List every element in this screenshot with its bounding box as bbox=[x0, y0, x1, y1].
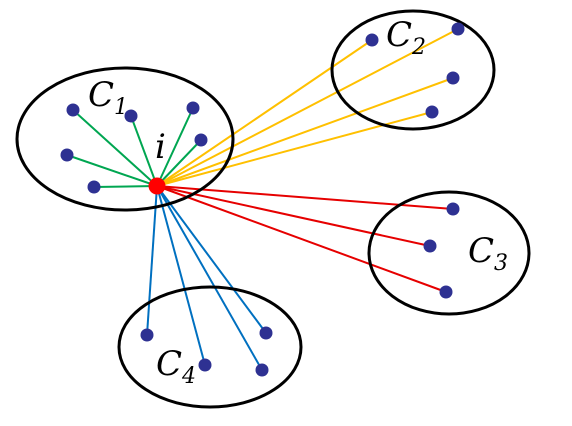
edge-c2 bbox=[156, 28, 459, 187]
cluster-c4-outline bbox=[117, 285, 303, 409]
cluster-c1-outline bbox=[15, 66, 235, 212]
edge-c1 bbox=[72, 109, 158, 187]
edge-c3 bbox=[156, 185, 454, 210]
node-c2 bbox=[425, 105, 439, 119]
edge-c3 bbox=[156, 185, 431, 247]
member-nodes bbox=[60, 22, 465, 377]
edge-c4 bbox=[146, 185, 158, 336]
cluster-outlines bbox=[15, 9, 531, 409]
node-c3 bbox=[446, 202, 460, 216]
node-c1 bbox=[194, 133, 208, 147]
labels: i C1 C2 C3 C4 bbox=[88, 15, 508, 389]
edge-c4 bbox=[156, 185, 267, 334]
edge-c1 bbox=[156, 139, 202, 187]
edge-c1 bbox=[66, 154, 158, 187]
node-c2 bbox=[451, 22, 465, 36]
node-c1 bbox=[124, 109, 138, 123]
node-c1 bbox=[60, 148, 74, 162]
cluster-c1-label: C1 bbox=[88, 75, 128, 120]
center-label: i bbox=[155, 127, 166, 167]
cluster-c4-label: C4 bbox=[156, 344, 196, 389]
node-c4 bbox=[140, 328, 154, 342]
node-c2 bbox=[446, 71, 460, 85]
center-node bbox=[148, 177, 166, 195]
cluster-c2-outline bbox=[330, 9, 496, 131]
cluster-c3-outline bbox=[367, 190, 531, 316]
node-c1 bbox=[66, 103, 80, 117]
node-c1 bbox=[186, 101, 200, 115]
edges bbox=[66, 28, 459, 371]
node-c3 bbox=[439, 285, 453, 299]
edge-c1 bbox=[93, 185, 158, 188]
edge-c4 bbox=[156, 185, 206, 366]
edge-c2 bbox=[156, 39, 373, 187]
edge-c4 bbox=[156, 185, 263, 371]
edge-c3 bbox=[156, 185, 447, 293]
node-c2 bbox=[365, 33, 379, 47]
node-c4 bbox=[259, 326, 273, 340]
edge-c1 bbox=[130, 115, 158, 187]
node-c3 bbox=[423, 239, 437, 253]
cluster-c2-label: C2 bbox=[386, 15, 426, 60]
edge-c2 bbox=[156, 111, 433, 187]
node-c4 bbox=[198, 358, 212, 372]
node-c1 bbox=[87, 180, 101, 194]
edge-c1 bbox=[156, 107, 194, 187]
cluster-c3-label: C3 bbox=[468, 231, 508, 276]
edge-c2 bbox=[156, 77, 454, 187]
node-c4 bbox=[255, 363, 269, 377]
